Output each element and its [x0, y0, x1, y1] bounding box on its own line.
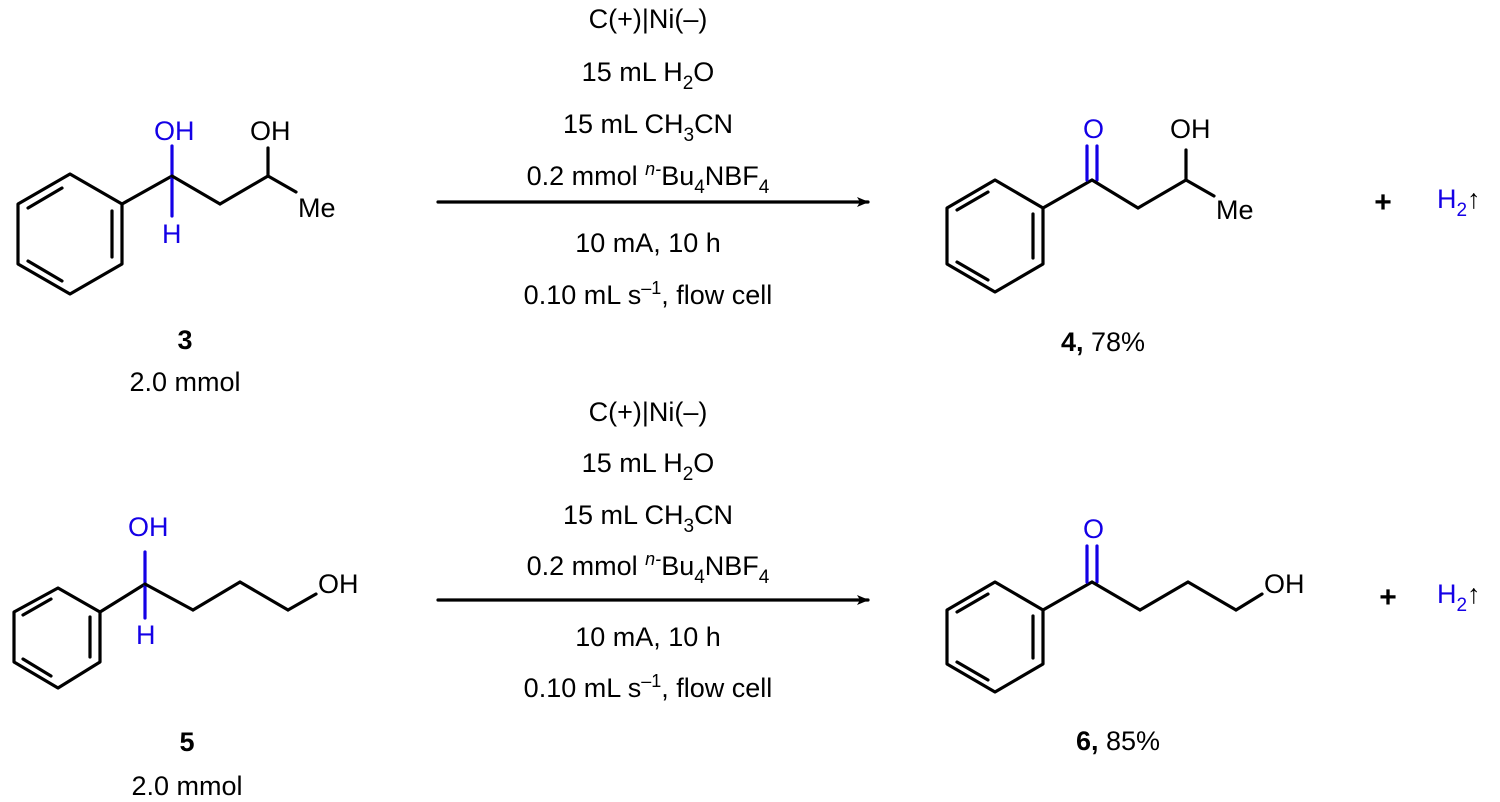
bond-ph-c1	[98, 582, 147, 614]
bond-c1-c2	[170, 174, 222, 206]
bond-c2-c3	[1138, 580, 1190, 612]
bond-c4-oh	[1234, 592, 1264, 612]
electrodes-label: C(+)|Ni(–)	[589, 4, 708, 34]
bond-c2-c3	[218, 174, 270, 206]
bond-c4-oh	[286, 592, 318, 612]
reactant-3-structure: OH H OH Me	[16, 116, 336, 296]
byproduct-h2-2: + H2↑	[1379, 579, 1480, 616]
flow-rate-label: 0.10 mL s–1, flow cell	[524, 278, 773, 310]
plus-sign: +	[1379, 581, 1397, 614]
electrolyte-label: 0.2 mmol n-Bu4NBF4	[527, 159, 770, 198]
byproduct-h2-1: + H2↑	[1374, 184, 1480, 221]
bond-c2-c3	[1136, 178, 1188, 210]
water-label: 15 mL H2O	[582, 57, 715, 94]
compound-4-label: 4, 78%	[1061, 327, 1145, 357]
bond-c1-c2	[1090, 178, 1140, 210]
bond-c3-me	[1184, 178, 1216, 198]
aromatic-double-bond	[955, 660, 990, 682]
aromatic-double-bond	[21, 657, 53, 678]
conditions-2: C(+)|Ni(–) 15 mL H2O 15 mL CH3CN 0.2 mmo…	[436, 397, 870, 703]
reaction-1: OH H OH Me 3 2.0 mmol C(+)|Ni(–) 15 mL H…	[16, 4, 1481, 397]
atom-h-highlight: H	[162, 219, 182, 249]
electrodes-label: C(+)|Ni(–)	[589, 397, 708, 427]
water-label: 15 mL H2O	[582, 448, 715, 485]
compound-3-number: 3	[177, 325, 192, 355]
atom-oh: OH	[250, 116, 291, 146]
aromatic-double-bond	[955, 190, 990, 212]
bond-ph-c1	[120, 174, 174, 206]
plus-sign: +	[1374, 186, 1392, 219]
current-time-label: 10 mA, 10 h	[575, 622, 721, 652]
benzene-ring	[945, 178, 1045, 294]
bond-c3-c4	[1186, 580, 1238, 612]
benzene-ring	[12, 586, 102, 690]
bond-ph-carbonyl	[1041, 178, 1094, 210]
bond-c3-me	[266, 174, 298, 194]
hydrogen-gas-label: H2↑	[1437, 579, 1481, 616]
aromatic-double-bond	[21, 597, 53, 617]
atom-o-highlight: O	[1083, 114, 1104, 144]
atom-oh: OH	[1264, 569, 1305, 599]
compound-5-number: 5	[179, 727, 194, 757]
bond-c3-c4	[238, 580, 290, 612]
aromatic-double-bond	[955, 592, 990, 614]
atom-o-highlight: O	[1083, 514, 1104, 544]
reaction-2: OH H OH 5 2.0 mmol C(+)|Ni(–) 15 mL H2O …	[12, 397, 1481, 801]
atom-h-highlight: H	[136, 620, 156, 650]
flow-rate-label: 0.10 mL s–1, flow cell	[524, 671, 773, 703]
atom-oh: OH	[1170, 114, 1211, 144]
benzene-ring	[945, 580, 1045, 694]
compound-3-amount: 2.0 mmol	[129, 367, 240, 397]
electrolyte-label: 0.2 mmol n-Bu4NBF4	[527, 549, 770, 588]
acetonitrile-label: 15 mL CH3CN	[563, 500, 733, 537]
compound-5-amount: 2.0 mmol	[131, 771, 242, 801]
conditions-1: C(+)|Ni(–) 15 mL H2O 15 mL CH3CN 0.2 mmo…	[436, 4, 870, 310]
atom-oh-highlight: OH	[128, 512, 169, 542]
atom-oh: OH	[318, 569, 359, 599]
product-6-structure: O OH	[945, 514, 1305, 694]
atom-me: Me	[298, 193, 336, 223]
bond-c2-c3	[191, 580, 242, 612]
atom-oh-highlight: OH	[154, 116, 195, 146]
bond-ph-carbonyl	[1041, 580, 1094, 612]
compound-6-label: 6, 85%	[1076, 726, 1160, 756]
aromatic-double-bond	[26, 186, 64, 210]
atom-me: Me	[1216, 195, 1254, 225]
hydrogen-gas-label: H2↑	[1437, 184, 1481, 221]
aromatic-double-bond	[955, 260, 990, 282]
benzene-ring	[16, 172, 124, 296]
product-4-structure: O OH Me	[945, 114, 1254, 294]
aromatic-double-bond	[26, 259, 64, 283]
bond-c1-c2	[143, 582, 195, 612]
acetonitrile-label: 15 mL CH3CN	[563, 109, 733, 146]
bond-c1-c2	[1090, 580, 1142, 612]
current-time-label: 10 mA, 10 h	[575, 228, 721, 258]
reactant-5-structure: OH H OH	[12, 512, 359, 690]
